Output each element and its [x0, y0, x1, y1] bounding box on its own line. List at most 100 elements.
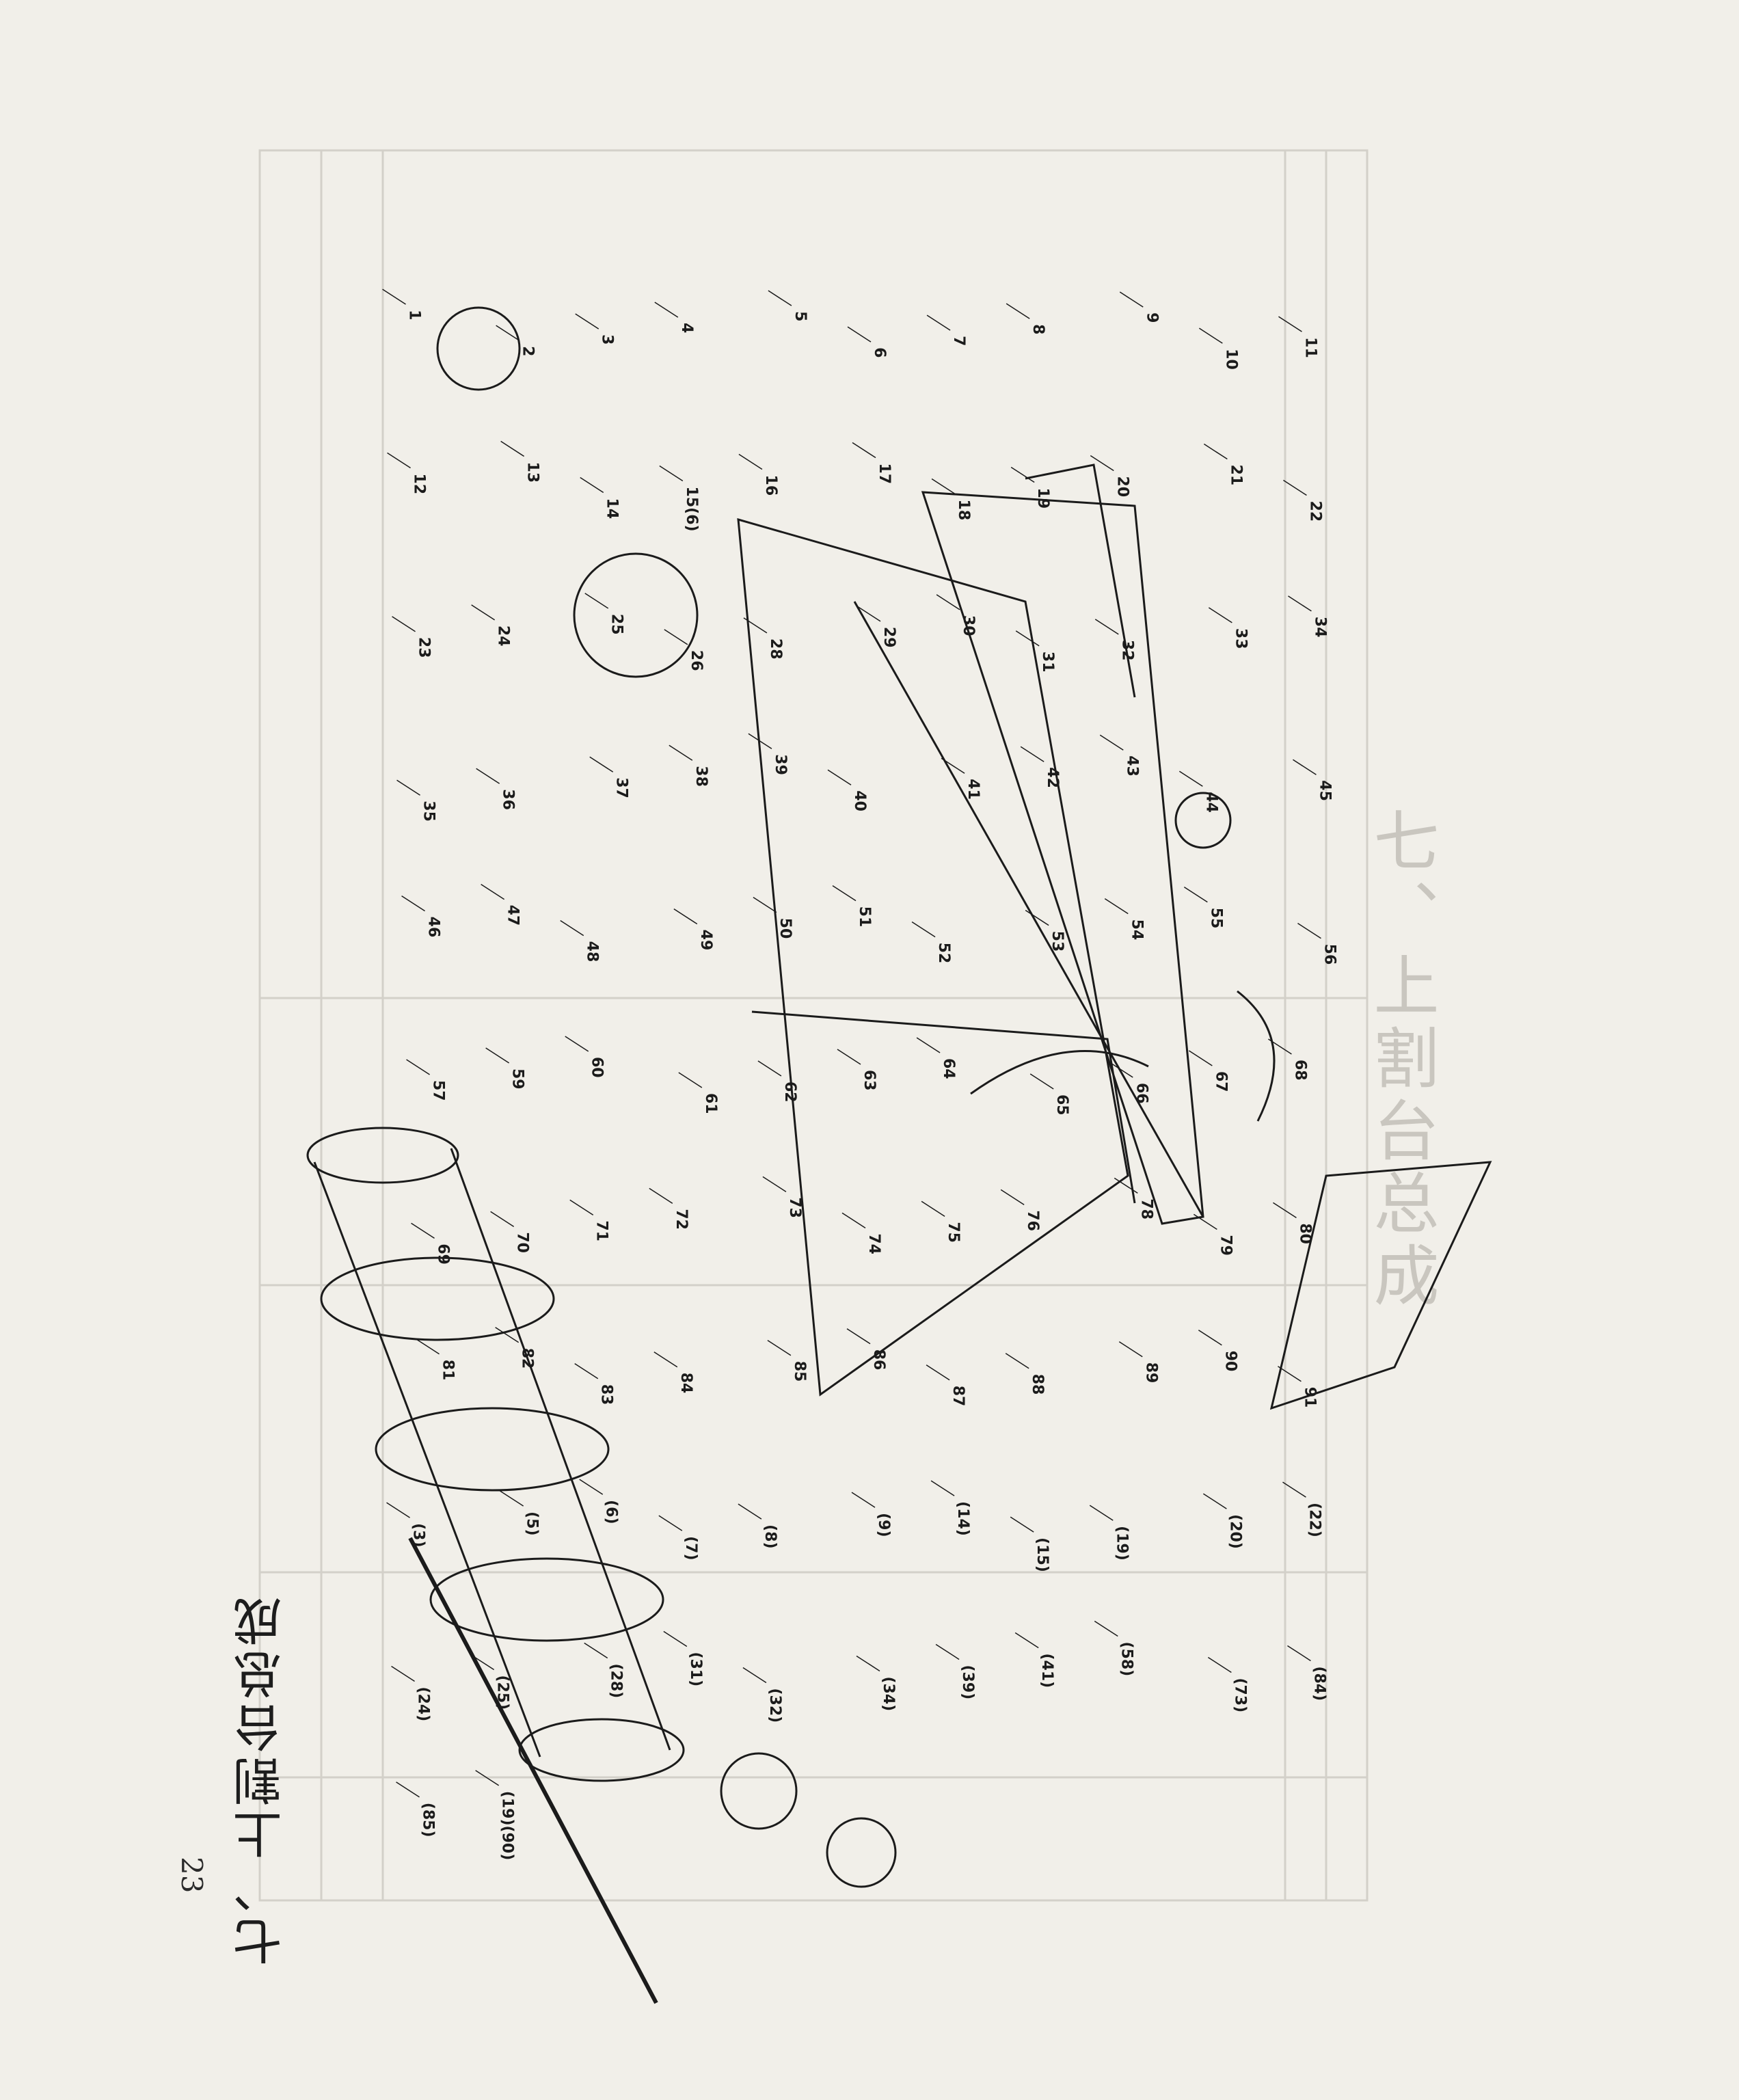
callout-label: (7): [682, 1536, 699, 1560]
callout-label: 59: [509, 1068, 526, 1090]
callout-label: (85): [420, 1803, 437, 1838]
leader-line: [1010, 466, 1035, 483]
sprocket-40: [436, 306, 521, 391]
callout-label: 90: [1222, 1351, 1239, 1372]
callout-label: 13: [524, 462, 541, 483]
leader-line: [1014, 1632, 1039, 1649]
callout-label: 33: [1232, 628, 1249, 649]
callout-label: (19): [1113, 1526, 1130, 1561]
callout-label: (31): [687, 1652, 704, 1686]
leader-line: [1119, 291, 1144, 308]
leader-line: [1198, 327, 1223, 344]
callout-label: 89: [1142, 1362, 1159, 1384]
callout-label: (20): [1226, 1514, 1243, 1549]
callout-label: 61: [702, 1093, 719, 1114]
callout-label: 72: [673, 1209, 690, 1230]
callout-label: 63: [861, 1070, 878, 1091]
callout-label: 25: [608, 614, 625, 635]
leader-line: [1188, 1050, 1213, 1066]
leader-line: [382, 288, 406, 305]
leader-line: [1293, 759, 1317, 775]
leader-line: [481, 884, 505, 900]
leader-line: [837, 1049, 861, 1065]
leader-line: [742, 1667, 767, 1684]
leader-line: [738, 1503, 762, 1520]
leader-line: [1006, 303, 1030, 319]
leader-line: [767, 1340, 792, 1356]
leader-line: [1000, 1189, 1025, 1205]
callout-label: (58): [1118, 1641, 1135, 1676]
leader-line: [589, 756, 614, 772]
callout-label: (19)(90): [499, 1791, 516, 1860]
callout-label: 23: [416, 637, 433, 658]
callout-label: 26: [688, 650, 705, 671]
leader-line: [485, 1047, 510, 1064]
callout-label: 69: [435, 1243, 452, 1265]
leader-line: [930, 1480, 955, 1496]
callout-label: 43: [1123, 755, 1140, 777]
leader-line: [659, 465, 684, 482]
leader-line: [475, 1770, 500, 1786]
sprocket-2: [1174, 792, 1232, 849]
leader-line: [753, 897, 777, 913]
leader-line: [738, 453, 763, 470]
callout-label: 56: [1321, 944, 1338, 965]
callout-label: 75: [945, 1222, 962, 1243]
leader-line: [387, 452, 411, 469]
leader-line: [768, 290, 792, 306]
leader-line: [921, 1200, 945, 1217]
callout-label: 4: [678, 323, 695, 333]
leader-line: [1118, 1341, 1143, 1358]
callout-label: 20: [1114, 476, 1131, 498]
leader-line: [1278, 316, 1302, 332]
leader-line: [1278, 1366, 1302, 1382]
callout-label: 42: [1044, 767, 1061, 788]
callout-label: 34: [1311, 617, 1328, 638]
leader-line: [1104, 898, 1129, 915]
leader-line: [569, 1199, 594, 1215]
callout-label: 5: [792, 311, 809, 321]
leader-line: [1010, 1516, 1034, 1533]
callout-label: 15(6): [683, 487, 700, 532]
leader-line: [916, 1037, 941, 1053]
leader-line: [1203, 443, 1228, 460]
callout-label: 91: [1301, 1387, 1318, 1408]
callout-label: 76: [1024, 1210, 1041, 1231]
ghost-parts-table: [258, 149, 1369, 1902]
leader-line: [391, 1665, 415, 1682]
callout-label: 32: [1118, 640, 1135, 661]
leader-line: [1207, 1656, 1232, 1673]
callout-label: 45: [1316, 780, 1333, 801]
leader-line: [926, 314, 951, 331]
callout-label: 35: [420, 800, 437, 822]
leader-line: [1094, 619, 1119, 635]
ghost-show-through-title: 七、上割台总成: [1362, 807, 1439, 1314]
callout-label: 46: [425, 917, 442, 938]
callout-label: (5): [524, 1511, 541, 1535]
leader-line: [743, 617, 768, 634]
leader-line: [580, 476, 604, 494]
leader-line: [495, 1327, 520, 1343]
callout-label: (25): [494, 1675, 511, 1710]
callout-label: 16: [762, 475, 779, 496]
callout-label: (9): [875, 1513, 892, 1537]
callout-label: 37: [613, 777, 630, 798]
leader-line: [1193, 1213, 1217, 1230]
leader-line: [575, 313, 599, 329]
bearing-84: [720, 1752, 798, 1830]
leader-line: [1287, 1645, 1311, 1662]
leader-line: [1090, 455, 1114, 472]
leader-line: [470, 1654, 495, 1671]
callout-label: 83: [598, 1384, 615, 1405]
callout-label: (22): [1306, 1503, 1323, 1537]
page-number: 23: [175, 1857, 208, 1894]
leader-line: [664, 629, 688, 645]
callout-label: 53: [1049, 931, 1066, 952]
leader-line: [1094, 1620, 1118, 1637]
callout-label: 31: [1039, 651, 1056, 673]
leader-line: [841, 1212, 866, 1228]
callout-label: (8): [761, 1524, 779, 1548]
callout-label: (28): [608, 1663, 625, 1698]
callout-label: 7: [950, 336, 967, 346]
leader-line: [936, 594, 960, 610]
